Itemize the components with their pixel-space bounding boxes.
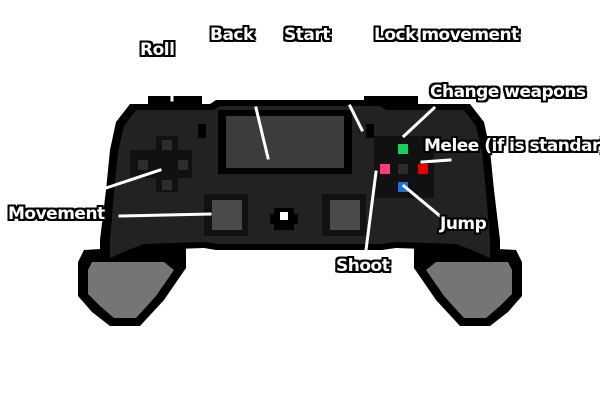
left-grip xyxy=(88,262,174,318)
dpad-right xyxy=(178,160,188,170)
shoot-leader xyxy=(364,170,378,252)
dpad-up xyxy=(162,140,172,150)
circle-button xyxy=(418,164,428,174)
triangle-button xyxy=(398,144,408,154)
back-leader xyxy=(254,106,270,160)
face-center xyxy=(398,164,408,174)
label-roll: Roll xyxy=(140,40,175,60)
jump-leader xyxy=(401,183,443,219)
label-back: Back xyxy=(210,25,254,45)
touchpad xyxy=(226,116,344,168)
square-button xyxy=(380,164,390,174)
change-weapons-leader xyxy=(401,105,437,139)
label-melee: Melee (if is standar) xyxy=(424,136,600,156)
dpad-left xyxy=(138,160,148,170)
home-button-light xyxy=(280,212,288,220)
lock-movement-leader xyxy=(347,103,365,133)
movement-stick-leader xyxy=(118,212,212,218)
label-shoot: Shoot xyxy=(336,256,390,276)
right-stick xyxy=(330,200,360,230)
dpad-down xyxy=(162,180,172,190)
share-button xyxy=(198,124,206,138)
label-jump: Jump xyxy=(440,214,487,234)
leader-lines xyxy=(98,92,452,252)
dpad xyxy=(130,136,192,192)
label-lock-movement: Lock movement xyxy=(374,25,519,45)
right-grip xyxy=(426,262,512,318)
options-button xyxy=(366,124,374,138)
label-movement: Movement xyxy=(8,204,105,224)
label-start: Start xyxy=(284,25,330,45)
left-stick xyxy=(212,200,242,230)
label-change-weapons: Change weapons xyxy=(430,82,586,102)
melee-leader xyxy=(420,158,452,164)
movement-dpad-leader xyxy=(98,168,162,192)
